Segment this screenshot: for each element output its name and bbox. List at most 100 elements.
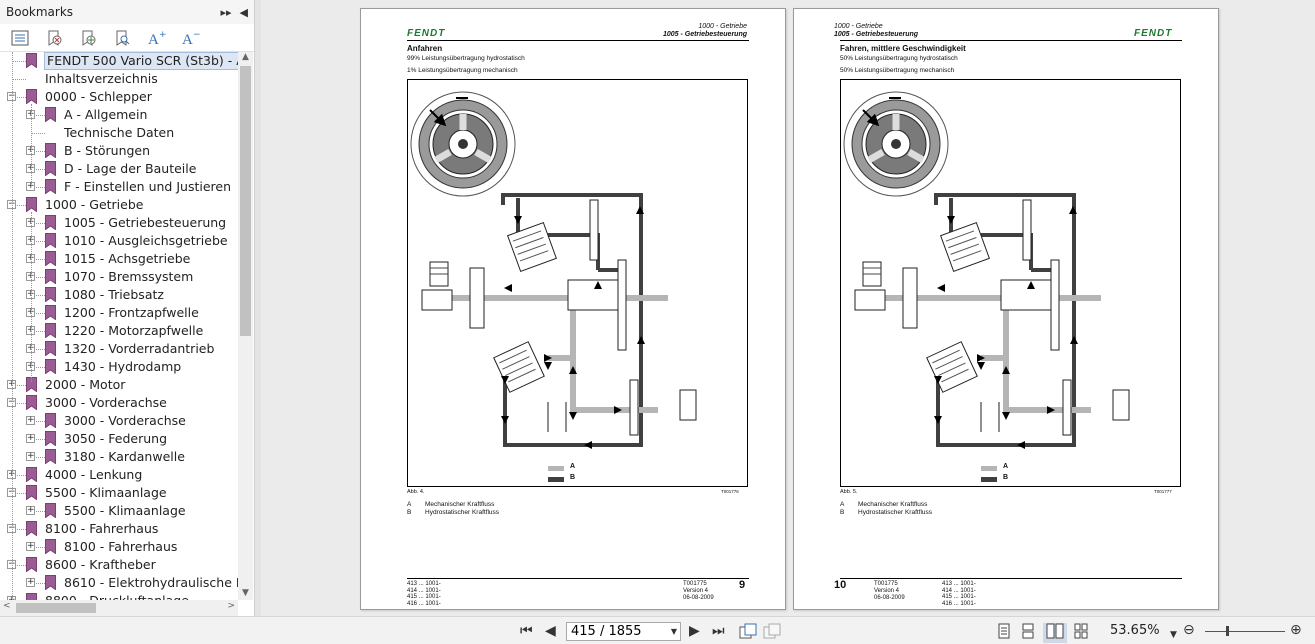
expand-icon[interactable]: + bbox=[26, 451, 35, 461]
expand-icon[interactable]: + bbox=[26, 415, 35, 425]
bookmark-icon bbox=[26, 485, 37, 501]
collapse-icon[interactable]: − bbox=[7, 523, 16, 533]
collapse-icon[interactable]: − bbox=[7, 487, 16, 497]
bookmark-item[interactable]: +1005 - Getriebesteuerung bbox=[0, 214, 238, 232]
vertical-scrollbar[interactable]: ▲ ▼ bbox=[238, 52, 253, 600]
bookmark-item[interactable]: −3000 - Vorderachse bbox=[0, 394, 238, 412]
header-chapter: 1000 - Getriebe bbox=[698, 23, 747, 30]
bookmark-item[interactable]: +D - Lage der Bauteile bbox=[0, 160, 238, 178]
bookmark-options-icon[interactable] bbox=[10, 28, 30, 48]
zoom-slider-thumb[interactable] bbox=[1226, 626, 1229, 636]
bookmark-item[interactable]: FENDT 500 Vario SCR (St3b) - Aus bbox=[0, 52, 238, 70]
expand-icon[interactable]: + bbox=[26, 433, 35, 443]
bookmark-item[interactable]: −1000 - Getriebe bbox=[0, 196, 238, 214]
bookmark-item[interactable]: +3050 - Federung bbox=[0, 430, 238, 448]
facing-pages-icon[interactable] bbox=[1043, 623, 1067, 643]
chevron-down-icon[interactable]: ▼ bbox=[670, 627, 677, 636]
collapse-icon[interactable]: − bbox=[7, 397, 16, 407]
expand-icon[interactable]: + bbox=[26, 343, 35, 353]
first-page-icon[interactable]: ⏮ bbox=[520, 623, 533, 639]
bookmark-item[interactable]: +1010 - Ausgleichsgetriebe bbox=[0, 232, 238, 250]
expand-icon[interactable]: + bbox=[26, 325, 35, 335]
bookmark-item[interactable]: +F - Einstellen und Justieren bbox=[0, 178, 238, 196]
text-smaller-icon[interactable]: A− bbox=[180, 28, 200, 48]
single-page-icon[interactable] bbox=[997, 623, 1011, 643]
continuous-facing-icon[interactable] bbox=[1073, 623, 1089, 643]
panel-splitter[interactable] bbox=[255, 0, 261, 616]
bookmark-item[interactable]: +8100 - Fahrerhaus bbox=[0, 538, 238, 556]
bookmark-item[interactable]: +3180 - Kardanwelle bbox=[0, 448, 238, 466]
bookmark-item[interactable]: +1070 - Bremssystem bbox=[0, 268, 238, 286]
previous-page-icon[interactable]: ◀ bbox=[545, 623, 556, 639]
find-bookmark-icon[interactable] bbox=[112, 28, 132, 48]
bookmark-item[interactable]: +1320 - Vorderradantrieb bbox=[0, 340, 238, 358]
expand-icon[interactable]: + bbox=[26, 289, 35, 299]
footer-code: T001775 bbox=[683, 581, 707, 587]
expand-icon[interactable]: + bbox=[26, 163, 35, 173]
bookmark-item[interactable]: +1200 - Frontzapfwelle bbox=[0, 304, 238, 322]
expand-icon[interactable]: + bbox=[26, 577, 35, 587]
bookmark-item[interactable]: +A - Allgemein bbox=[0, 106, 238, 124]
bookmark-icon bbox=[45, 269, 56, 285]
collapse-panel-icon[interactable]: ◀ bbox=[239, 5, 248, 19]
bookmark-item[interactable]: Inhaltsverzeichnis bbox=[0, 70, 238, 88]
expand-icon[interactable]: + bbox=[26, 109, 35, 119]
zoom-dropdown-icon[interactable]: ▼ bbox=[1170, 630, 1177, 640]
delete-bookmark-icon[interactable] bbox=[44, 28, 64, 48]
scrollbar-thumb[interactable] bbox=[16, 603, 96, 613]
expand-icon[interactable]: + bbox=[26, 505, 35, 515]
next-view-icon[interactable] bbox=[763, 623, 781, 643]
bookmark-item[interactable]: −8100 - Fahrerhaus bbox=[0, 520, 238, 538]
figure-code: T001777 bbox=[1154, 489, 1172, 494]
bookmark-item[interactable]: Technische Daten bbox=[0, 124, 238, 142]
expand-icon[interactable]: + bbox=[26, 541, 35, 551]
zoom-slider[interactable] bbox=[1205, 631, 1285, 632]
bookmark-item[interactable]: +4000 - Lenkung bbox=[0, 466, 238, 484]
expand-icon[interactable]: + bbox=[26, 307, 35, 317]
last-page-icon[interactable]: ⏭ bbox=[712, 623, 725, 639]
scrollbar-thumb[interactable] bbox=[240, 66, 251, 336]
horizontal-scrollbar[interactable]: < > bbox=[0, 600, 238, 616]
expand-icon[interactable]: + bbox=[7, 469, 16, 479]
bookmark-item[interactable]: +3000 - Vorderachse bbox=[0, 412, 238, 430]
bookmark-label: FENDT 500 Vario SCR (St3b) - Aus bbox=[43, 52, 238, 70]
expand-icon[interactable]: + bbox=[7, 379, 16, 389]
zoom-level[interactable]: 53.65% bbox=[1110, 623, 1160, 638]
next-page-icon[interactable]: ▶ bbox=[689, 623, 700, 639]
continuous-page-icon[interactable] bbox=[1021, 623, 1035, 643]
expand-icon[interactable]: + bbox=[26, 235, 35, 245]
bookmark-item[interactable]: +1220 - Motorzapfwelle bbox=[0, 322, 238, 340]
zoom-in-icon[interactable]: ⊕ bbox=[1290, 622, 1302, 638]
bookmark-item[interactable]: −0000 - Schlepper bbox=[0, 88, 238, 106]
bookmark-item[interactable]: +1080 - Triebsatz bbox=[0, 286, 238, 304]
collapse-icon[interactable]: − bbox=[7, 91, 16, 101]
expand-icon[interactable]: + bbox=[7, 596, 16, 600]
collapse-icon[interactable]: − bbox=[7, 559, 16, 569]
expand-icon[interactable]: + bbox=[26, 271, 35, 281]
bookmark-item[interactable]: +8610 - Elektrohydraulische Rege bbox=[0, 574, 238, 592]
expand-icon[interactable]: + bbox=[26, 361, 35, 371]
zoom-out-icon[interactable]: ⊖ bbox=[1183, 622, 1195, 638]
bookmark-item[interactable]: −5500 - Klimaanlage bbox=[0, 484, 238, 502]
power-line-2: 1% Leistungsübertragung mechanisch bbox=[407, 67, 518, 74]
expand-icon[interactable]: + bbox=[26, 217, 35, 227]
previous-view-icon[interactable] bbox=[739, 623, 757, 643]
bookmark-item[interactable]: +5500 - Klimaanlage bbox=[0, 502, 238, 520]
bookmark-icon bbox=[26, 89, 37, 105]
collapse-icon[interactable]: − bbox=[7, 199, 16, 209]
bookmark-item[interactable]: +1430 - Hydrodamp bbox=[0, 358, 238, 376]
bookmark-item[interactable]: −8600 - Kraftheber bbox=[0, 556, 238, 574]
text-larger-icon[interactable]: A+ bbox=[146, 28, 166, 48]
bookmark-item[interactable]: +1015 - Achsgetriebe bbox=[0, 250, 238, 268]
expand-icon[interactable]: + bbox=[26, 181, 35, 191]
bookmark-item[interactable]: +2000 - Motor bbox=[0, 376, 238, 394]
bookmark-item[interactable]: +B - Störungen bbox=[0, 142, 238, 160]
expand-icon[interactable]: + bbox=[26, 253, 35, 263]
expand-icon[interactable]: + bbox=[26, 145, 35, 155]
bookmark-item[interactable]: +8800 - Druckluftanlage bbox=[0, 592, 238, 600]
bookmark-label: Technische Daten bbox=[64, 125, 175, 140]
new-bookmark-icon[interactable] bbox=[78, 28, 98, 48]
panel-options-icon[interactable]: ▸▸ bbox=[220, 5, 232, 19]
page-number-field[interactable]: 415 / 1855 ▼ bbox=[566, 622, 681, 641]
